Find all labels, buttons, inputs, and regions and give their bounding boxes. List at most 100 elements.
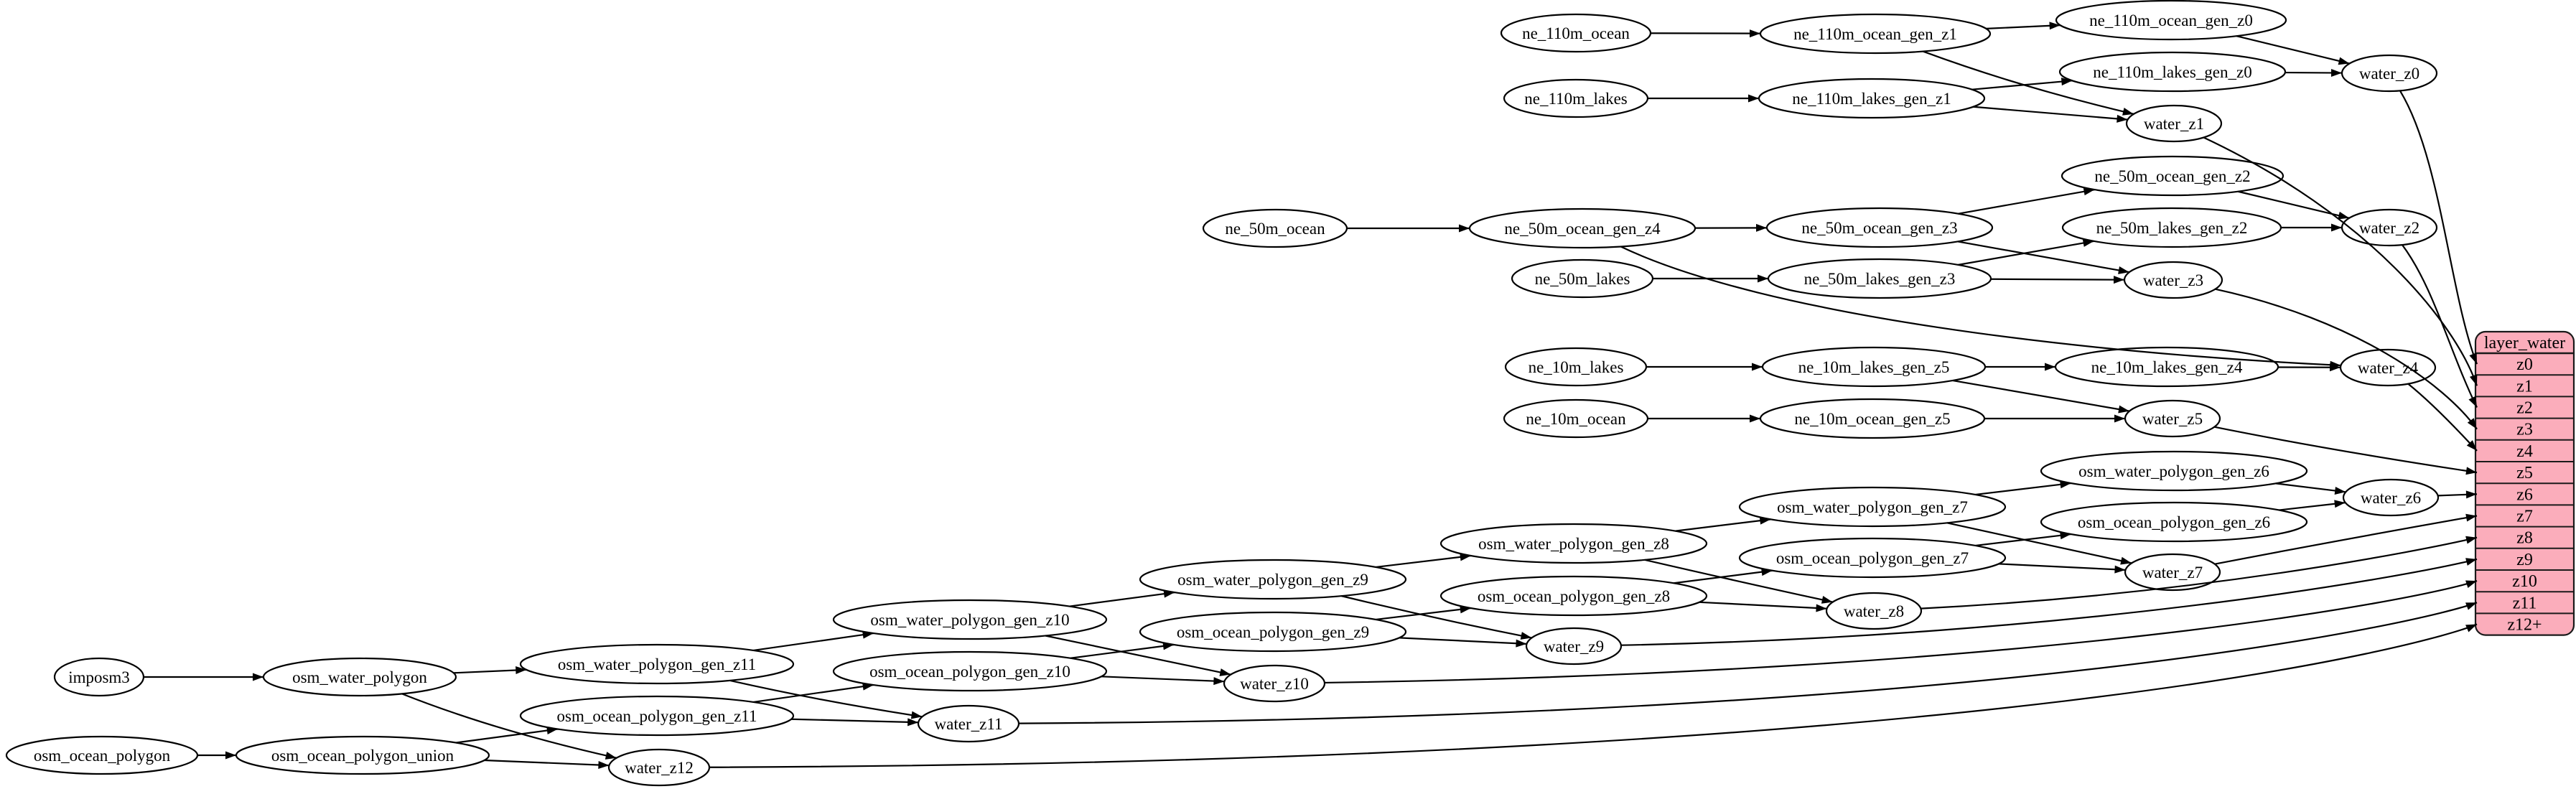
arrowhead-icon — [1821, 596, 1833, 604]
edge-osm_water_polygon-to-osm_water_polygon_gen_z11 — [453, 666, 527, 675]
edge-ne_50m_lakes_gen_z3-to-ne_50m_lakes_gen_z2 — [1958, 239, 2094, 266]
edge-osm_ocean_polygon_gen_z9-to-water_z9 — [1399, 637, 1527, 648]
arrowhead-icon — [1516, 639, 1527, 648]
node-ne_50m_lakes_gen_z3: ne_50m_lakes_gen_z3 — [1767, 258, 1992, 299]
edge-water_z2-to-z2 — [2402, 244, 2478, 408]
layer-water-table-title: layer_water — [2484, 334, 2565, 353]
layer-water-row-z9: z9 — [2516, 551, 2533, 569]
node-label-ne_110m_lakes_gen_z0: ne_110m_lakes_gen_z0 — [2093, 63, 2251, 81]
node-label-water_z7: water_z7 — [2142, 564, 2203, 582]
layer-water-row-z8: z8 — [2516, 529, 2533, 548]
node-water_z8: water_z8 — [1825, 592, 1923, 630]
edge-osm_water_polygon_gen_z9-to-water_z9 — [1341, 595, 1532, 640]
arrowhead-icon — [2114, 414, 2125, 423]
node-label-ne_50m_ocean_gen_z3: ne_50m_ocean_gen_z3 — [1801, 219, 1957, 237]
node-label-osm_ocean_polygon_gen_z10: osm_ocean_polygon_gen_z10 — [869, 663, 1070, 681]
arrowhead-icon — [2330, 68, 2343, 77]
layer-water-table: layer_waterz0z1z2z3z4z5z6z7z8z9z10z11z12… — [2474, 330, 2575, 636]
node-osm_ocean_polygon_gen_z11: osm_ocean_polygon_gen_z11 — [519, 695, 795, 737]
arrowhead-icon — [1752, 363, 1763, 371]
node-label-ne_110m_ocean_gen_z1: ne_110m_ocean_gen_z1 — [1793, 25, 1957, 43]
node-label-osm_ocean_polygon_gen_z9: osm_ocean_polygon_gen_z9 — [1177, 623, 1369, 641]
layer-water-row-label: z9 — [2516, 551, 2533, 569]
node-osm_water_polygon_gen_z6: osm_water_polygon_gen_z6 — [2040, 450, 2308, 492]
node-osm_ocean_polygon_union: osm_ocean_polygon_union — [235, 735, 490, 775]
edge-osm_ocean_polygon_gen_z8-to-water_z8 — [1699, 601, 1827, 612]
edge-osm_ocean_polygon_gen_z8-to-osm_ocean_polygon_gen_z7 — [1674, 568, 1773, 584]
node-water_z2: water_z2 — [2341, 208, 2438, 247]
arrowhead-icon — [2465, 536, 2477, 544]
arrowhead-icon — [1750, 414, 1760, 423]
node-ne_110m_ocean_gen_z0: ne_110m_ocean_gen_z0 — [2055, 0, 2287, 41]
arrowhead-icon — [862, 682, 874, 691]
node-label-osm_water_polygon_gen_z11: osm_water_polygon_gen_z11 — [558, 655, 756, 673]
edge-water_z10-to-z10 — [1324, 580, 2478, 684]
node-label-ne_110m_ocean: ne_110m_ocean — [1522, 24, 1630, 42]
node-osm_ocean_polygon: osm_ocean_polygon — [5, 735, 199, 775]
node-label-ne_10m_lakes: ne_10m_lakes — [1529, 358, 1624, 376]
node-ellipse-osm_water_polygon_gen_z7 — [1738, 486, 2007, 528]
arrowhead-icon — [2118, 266, 2129, 274]
node-osm_ocean_polygon_gen_z10: osm_ocean_polygon_gen_z10 — [832, 650, 1108, 692]
arrowhead-icon — [1520, 632, 1532, 640]
edge-water_z8-to-z8 — [1921, 536, 2478, 610]
node-ne_110m_lakes: ne_110m_lakes — [1503, 78, 1649, 118]
node-water_z1: water_z1 — [2125, 104, 2223, 143]
node-osm_water_polygon_gen_z11: osm_water_polygon_gen_z11 — [519, 643, 795, 685]
edge-ne_10m_lakes-to-ne_10m_lakes_gen_z5 — [1646, 363, 1763, 371]
node-label-osm_water_polygon: osm_water_polygon — [292, 668, 427, 686]
arrowhead-icon — [2061, 78, 2073, 86]
edge-ne_110m_lakes-to-ne_110m_lakes_gen_z1 — [1648, 94, 1759, 103]
layer-water-row-z11: z11 — [2513, 594, 2537, 612]
node-osm_water_polygon_gen_z7: osm_water_polygon_gen_z7 — [1738, 486, 2007, 528]
edge-ne_110m_ocean-to-ne_110m_ocean_gen_z1 — [1650, 29, 1761, 38]
node-water_z6: water_z6 — [2342, 478, 2440, 517]
layer-water-row-z4: z4 — [2516, 442, 2533, 461]
layer-water-row-z7: z7 — [2516, 508, 2533, 526]
node-label-ne_110m_ocean_gen_z0: ne_110m_ocean_gen_z0 — [2089, 11, 2253, 29]
arrowhead-icon — [2120, 556, 2132, 565]
layer-water-row-label: z2 — [2516, 399, 2533, 418]
node-label-osm_ocean_polygon_gen_z6: osm_ocean_polygon_gen_z6 — [2078, 513, 2270, 531]
edge-osm_ocean_polygon_union-to-osm_ocean_polygon_gen_z11 — [456, 727, 558, 744]
layer-water-row-z1: z1 — [2516, 377, 2533, 396]
node-ellipse-ne_110m_ocean_gen_z0 — [2055, 0, 2287, 41]
edge-ne_10m_ocean_gen_z5-to-water_z5 — [1984, 414, 2125, 423]
arrowhead-icon — [2465, 602, 2477, 610]
node-water_z7: water_z7 — [2124, 553, 2221, 592]
node-label-water_z6: water_z6 — [2361, 489, 2421, 507]
layer-water-row-label: z0 — [2516, 355, 2533, 374]
arrowhead-icon — [1163, 589, 1175, 598]
edge-ne_50m_ocean_gen_z2-to-water_z2 — [2237, 190, 2350, 220]
edge-osm_water_polygon-to-water_z12 — [401, 693, 617, 760]
node-osm_ocean_polygon_gen_z6: osm_ocean_polygon_gen_z6 — [2040, 501, 2308, 543]
arrowhead-icon — [1460, 605, 1471, 614]
node-ne_50m_lakes_gen_z2: ne_50m_lakes_gen_z2 — [2061, 207, 2282, 248]
arrowhead-icon — [225, 751, 236, 760]
edge-water_z3-to-z3 — [2215, 288, 2478, 430]
layer-water-row-z3: z3 — [2516, 421, 2533, 439]
arrowhead-icon — [862, 630, 874, 639]
edge-ne_10m_lakes_gen_z4-to-water_z4 — [2277, 363, 2341, 372]
node-water_z0: water_z0 — [2341, 54, 2438, 93]
arrowhead-icon — [1816, 604, 1827, 612]
node-label-water_z9: water_z9 — [1544, 638, 1604, 655]
arrowhead-icon — [2113, 276, 2125, 284]
arrowhead-icon — [253, 673, 263, 681]
arrowhead-icon — [2466, 440, 2477, 451]
layer-water-row-label: z7 — [2516, 508, 2533, 526]
node-ellipse-water_z9 — [1525, 627, 1623, 666]
arrowhead-icon — [907, 718, 919, 727]
edge-osm_ocean_polygon_gen_z11-to-osm_ocean_polygon_gen_z10 — [753, 682, 874, 703]
node-imposm3: imposm3 — [53, 657, 145, 697]
edge-osm_water_polygon_gen_z6-to-water_z6 — [2275, 482, 2346, 495]
node-ellipse-ne_50m_ocean_gen_z2 — [2061, 155, 2285, 197]
node-ellipse-osm_water_polygon_gen_z9 — [1139, 559, 1407, 600]
arrowhead-icon — [2469, 374, 2478, 386]
arrowhead-icon — [1750, 29, 1761, 38]
arrowhead-icon — [1219, 668, 1231, 676]
edge-ne_110m_lakes_gen_z1-to-water_z1 — [1973, 106, 2128, 123]
arrowhead-icon — [2082, 239, 2094, 247]
node-label-ne_50m_lakes: ne_50m_lakes — [1535, 270, 1630, 288]
